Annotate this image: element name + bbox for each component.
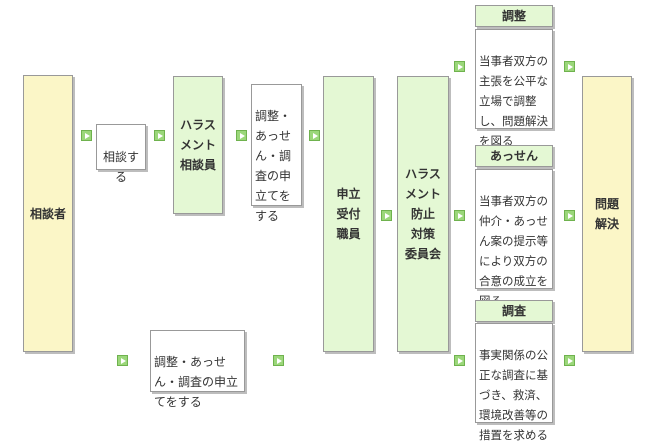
arrow-right-icon <box>564 355 575 366</box>
arrow-right-icon <box>454 355 465 366</box>
arrow-right-icon <box>454 210 465 221</box>
outcome-adjustment-desc: 当事者双方の 主張を公平な 立場で調整 し、問題解決 を図る <box>475 29 553 148</box>
harassment-counselor-label: ハラス メント 相談員 <box>179 118 216 172</box>
committee-label: ハラス メント 防止 対策 委員会 <box>404 167 441 261</box>
arrow-right-icon <box>454 61 465 72</box>
outcome-investigation-desc: 事実関係の公 正な調査に基 づき、救済、 環境改善等の 措置を求める <box>475 323 553 442</box>
resolution-box: 問題 解決 <box>582 76 632 352</box>
consultant-box: 相談者 <box>23 75 73 352</box>
outcome-mediation-desc: 当事者双方の 仲介・あっせ ん案の提示等 により双方の 合意の成立を 図る <box>475 169 553 308</box>
arrow-right-icon <box>117 355 128 366</box>
harassment-counselor-box: ハラス メント 相談員 <box>173 76 223 214</box>
request-apply-box: 調整・ あっせ ん・調 査の申 立てを する <box>251 84 302 223</box>
arrow-right-icon <box>309 130 320 141</box>
consult-step-label: 相談す る <box>102 150 139 184</box>
outcome-mediation-title: あっせん <box>475 145 553 167</box>
consultant-label: 相談者 <box>29 206 66 221</box>
arrow-right-icon <box>81 130 92 141</box>
arrow-right-icon <box>236 130 247 141</box>
committee-box: ハラス メント 防止 対策 委員会 <box>397 76 449 352</box>
arrow-right-icon <box>154 130 165 141</box>
arrow-right-icon <box>564 210 575 221</box>
direct-apply-box: 調整・あっせ ん・調査の申立 てをする <box>150 330 245 409</box>
reception-staff-box: 申立 受付 職員 <box>323 76 374 352</box>
consult-step-box: 相談す る <box>96 124 146 184</box>
outcome-adjustment-title: 調整 <box>475 5 553 27</box>
resolution-label: 問題 解決 <box>594 197 619 231</box>
direct-apply-label: 調整・あっせ ん・調査の申立 てをする <box>154 355 239 409</box>
arrow-right-icon <box>564 61 575 72</box>
reception-staff-label: 申立 受付 職員 <box>336 187 361 241</box>
request-apply-label: 調整・ あっせ ん・調 査の申 立てを する <box>255 109 292 223</box>
arrow-right-icon <box>381 210 392 221</box>
outcome-investigation-title: 調査 <box>475 300 553 322</box>
arrow-right-icon <box>273 355 284 366</box>
